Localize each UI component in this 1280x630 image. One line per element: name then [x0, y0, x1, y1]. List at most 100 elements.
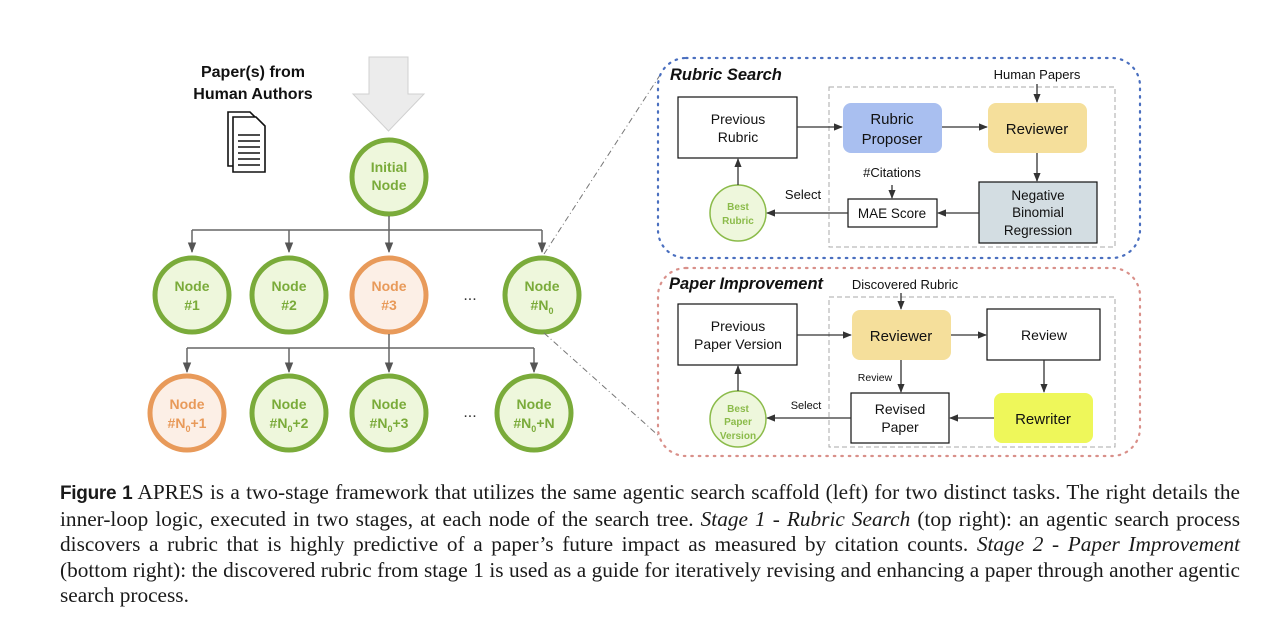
human-papers-label: Human Papers: [994, 67, 1081, 82]
rubric-search-panel: Rubric Search Human Papers Previous Rubr…: [656, 56, 1142, 260]
node-label-line1: Node: [372, 278, 407, 294]
regression-line3: Regression: [1004, 223, 1072, 238]
figure-label: Figure 1: [60, 483, 133, 504]
apres-diagram: Paper(s) from Human Authors Initial Node…: [147, 56, 1142, 458]
node-label-line2: #2: [281, 297, 297, 313]
input-label-line1: Paper(s) from: [201, 64, 305, 81]
level2-ellipsis: ...: [463, 404, 476, 421]
review-label: Review: [858, 372, 893, 384]
rubric-proposer-box[interactable]: Rubric Proposer: [843, 103, 942, 153]
previous-paper-line1: Previous: [711, 318, 765, 334]
node-circle: [147, 373, 227, 453]
rubric-search-title: Rubric Search: [670, 66, 782, 84]
level1-ellipsis: ...: [463, 287, 476, 304]
best-rubric-node[interactable]: Best Rubric: [709, 184, 767, 242]
tree-connectors-level2: [182, 334, 539, 374]
rubric-reviewer-box[interactable]: Reviewer: [988, 103, 1087, 153]
rewriter-box[interactable]: Rewriter: [994, 393, 1093, 443]
node-label-line2: #3: [381, 297, 397, 313]
review-box-label: Review: [1021, 327, 1068, 343]
caption-text-2: (top right): an agentic search process d…: [60, 506, 1240, 557]
node-label-line1: Node: [175, 278, 210, 294]
paper-improvement-panel: Paper Improvement Discovered Rubric Prev…: [656, 266, 1142, 458]
tree-connectors-level1: [187, 216, 547, 254]
previous-paper-line2: Paper Version: [694, 336, 782, 352]
node-label-line2: #1: [184, 297, 200, 313]
node-label-line2: #N0+2: [270, 415, 309, 434]
paper-select-label: Select: [791, 400, 822, 412]
zoom-lines: [543, 71, 663, 438]
level2-node-2[interactable]: Node #N0+2: [249, 373, 329, 453]
node-label-line2: #N0+3: [370, 415, 409, 434]
node-circle: [494, 373, 574, 453]
best-paper-line3: Version: [720, 431, 756, 442]
rubric-proposer-line1: Rubric: [870, 111, 914, 128]
initial-node-line1: Initial: [371, 159, 408, 175]
paper-improvement-title: Paper Improvement: [669, 275, 825, 293]
rubric-reviewer-label: Reviewer: [1006, 121, 1069, 138]
node-label-line1: Node: [272, 278, 307, 294]
node-circle: [349, 255, 429, 335]
caption-stage1: Stage 1 - Rubric Search: [700, 506, 911, 531]
best-rubric-line2: Rubric: [722, 216, 754, 227]
rubric-search-arrows: [734, 84, 1041, 217]
previous-rubric-line1: Previous: [711, 111, 765, 127]
caption-text-3: (bottom right): the discovered rubric fr…: [60, 557, 1240, 608]
previous-paper-box[interactable]: Previous Paper Version: [677, 303, 798, 366]
paper-improvement-arrows: [734, 293, 1048, 422]
paper-reviewer-box[interactable]: Reviewer: [852, 310, 951, 360]
node-label-line1: Node: [525, 278, 560, 294]
rubric-proposer-line2: Proposer: [862, 131, 923, 148]
best-rubric-line1: Best: [727, 202, 749, 213]
node-circle: [152, 255, 232, 335]
level2-node-4[interactable]: Node #N0+N: [494, 373, 574, 453]
caption-text-1: APRES is a two-stage framework that util…: [60, 480, 1240, 531]
revised-paper-line1: Revised: [875, 401, 926, 417]
node-label-line2: #N0: [531, 297, 554, 316]
paper-reviewer-label: Reviewer: [870, 328, 933, 345]
document-icon: [227, 111, 266, 173]
node-label-line1: Node: [517, 396, 552, 412]
citations-label: #Citations: [863, 165, 921, 180]
revised-paper-box[interactable]: Revised Paper: [850, 392, 950, 444]
level1-node-3[interactable]: Node #3: [349, 255, 429, 335]
previous-rubric-box[interactable]: Previous Rubric: [677, 96, 798, 159]
node-label-line2: #N0+1: [168, 415, 207, 434]
level1-node-4[interactable]: Node #N0: [502, 255, 582, 335]
input-label-line2: Human Authors: [193, 86, 313, 103]
regression-line1: Negative: [1011, 188, 1064, 203]
mae-score-box[interactable]: MAE Score: [847, 198, 938, 228]
level2-node-1[interactable]: Node #N0+1: [147, 373, 227, 453]
input-arrow: [351, 56, 426, 132]
previous-rubric-line2: Rubric: [718, 129, 758, 145]
node-label-line2: #N0+N: [513, 415, 554, 434]
initial-node[interactable]: Initial Node: [349, 137, 429, 217]
revised-paper-line2: Paper: [881, 419, 919, 435]
level1-node-2[interactable]: Node #2: [249, 255, 329, 335]
negative-binomial-regression-box[interactable]: Negative Binomial Regression: [978, 181, 1098, 244]
node-label-line1: Node: [170, 396, 205, 412]
rubric-select-label: Select: [785, 187, 822, 202]
rewriter-label: Rewriter: [1015, 411, 1071, 428]
node-label-line1: Node: [272, 396, 307, 412]
level2-node-3[interactable]: Node #N0+3: [349, 373, 429, 453]
mae-score-label: MAE Score: [858, 206, 926, 221]
best-paper-line1: Best: [727, 404, 749, 415]
node-label-line1: Node: [372, 396, 407, 412]
initial-node-line2: Node: [372, 177, 407, 193]
node-circle: [249, 255, 329, 335]
node-circle: [502, 255, 582, 335]
best-paper-line2: Paper: [724, 417, 752, 428]
level2-nodes: Node #N0+1 Node #N0+2 Node #N0+3 Node #N0+N: [147, 373, 574, 453]
regression-line2: Binomial: [1012, 205, 1064, 220]
input-label: Paper(s) from Human Authors: [193, 64, 313, 103]
level1-node-1[interactable]: Node #1: [152, 255, 232, 335]
node-circle: [249, 373, 329, 453]
caption-stage2: Stage 2 - Paper Improvement: [976, 532, 1241, 556]
best-paper-node[interactable]: Best Paper Version: [709, 390, 767, 448]
level1-nodes: Node #1 Node #2 Node #3 Node #N0: [152, 255, 582, 335]
discovered-rubric-label: Discovered Rubric: [852, 277, 959, 292]
node-circle: [349, 373, 429, 453]
figure-caption: Figure 1 APRES is a two-stage framework …: [60, 480, 1240, 609]
review-box[interactable]: Review: [986, 308, 1101, 361]
